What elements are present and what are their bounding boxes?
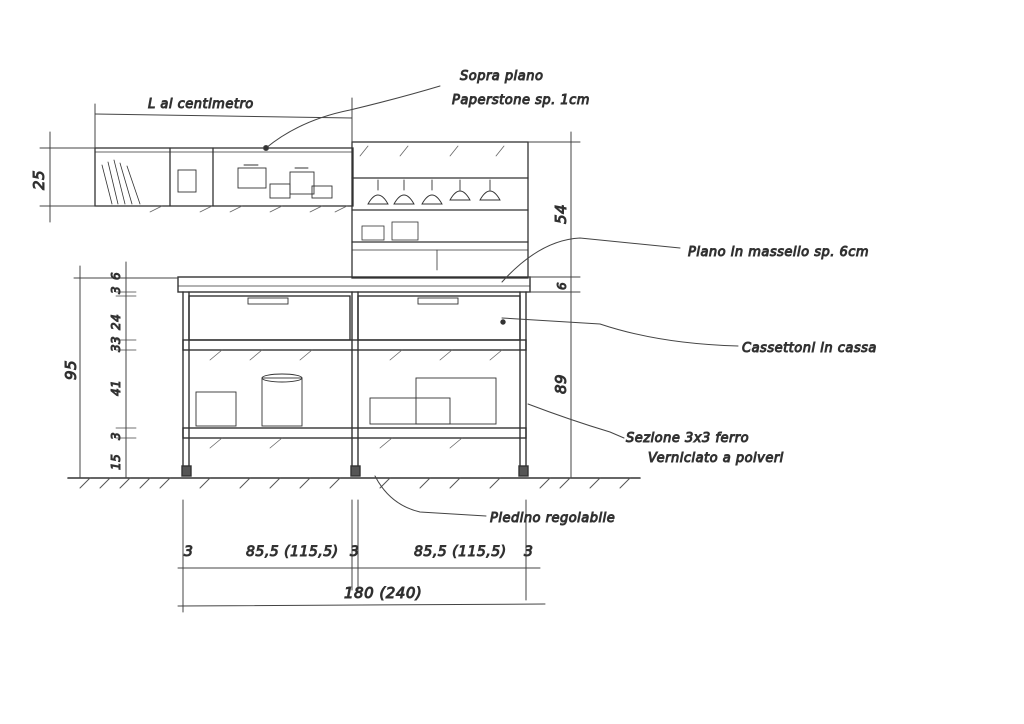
dim-right-lower: 89 [552, 374, 570, 394]
cassettoni-label: Cassettoni in cassa [742, 341, 877, 356]
dim-left-d5: 3 [109, 336, 123, 344]
dim-bottom-c: 3 [350, 544, 359, 560]
leader-lines [263, 85, 739, 517]
verniciato-label: Verniciato a polveri [648, 451, 784, 466]
piano-label: Piano in massello sp. 6cm [688, 245, 869, 260]
floor [67, 477, 641, 489]
dim-bottom-a: 3 [184, 544, 193, 560]
dim-left-d4: 24 [109, 314, 123, 330]
dim-left-d8: 15 [109, 454, 123, 470]
upper-right-cabinet [351, 141, 529, 279]
dim-left-d1: 3 [109, 286, 123, 294]
dim-left-d7: 3 [109, 432, 123, 440]
lower-frame [181, 291, 529, 477]
dim-bottom-total: 180 (240) [344, 584, 422, 602]
dim-right-upper: 54 [552, 204, 570, 224]
sezione-label: Sezione 3x3 ferro [626, 431, 749, 446]
piedino-label: Piedino regolabile [490, 511, 615, 526]
dimension-lines [39, 97, 581, 613]
paperstone-label: Paperstone sp. 1cm [452, 93, 590, 108]
dim-left-d2: 6 [109, 272, 123, 280]
worktop [177, 276, 531, 293]
dim-left-d3: 3 [109, 344, 123, 352]
sopra-piano-label: Sopra piano [460, 69, 543, 84]
dim-left-total: 95 [62, 360, 80, 380]
dim-left-d6: 41 [109, 380, 123, 396]
top-width-label: L al centimetro [148, 97, 254, 112]
dim-left-upper: 25 [30, 170, 48, 190]
dim-bottom-d: 85,5 (115,5) [414, 544, 507, 560]
dim-bottom-b: 85,5 (115,5) [246, 544, 339, 560]
upper-shelf [94, 147, 354, 213]
dim-right-top: 6 [555, 282, 569, 290]
dim-bottom-e: 3 [524, 544, 533, 560]
